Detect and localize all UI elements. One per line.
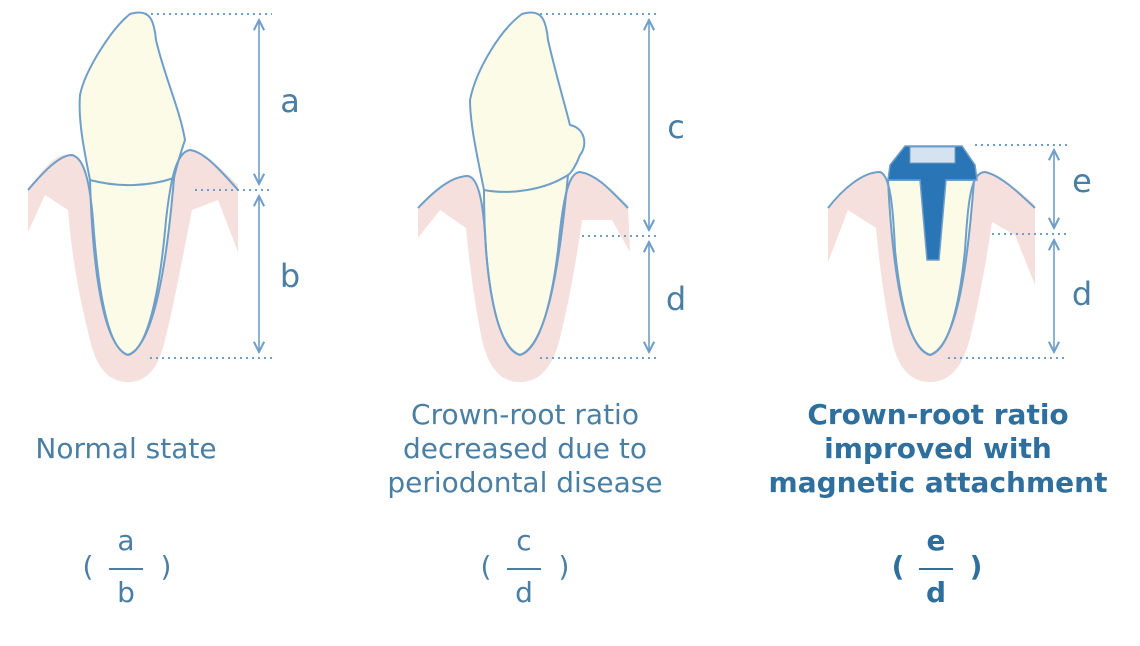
tooth-crown <box>78 11 187 187</box>
gum-tissue <box>418 172 630 382</box>
ratio-fraction-bar <box>507 568 541 570</box>
ratio-fraction-bar <box>919 568 953 570</box>
measure-label-d: d <box>666 280 686 318</box>
caption-normal-state: Normal state <box>35 432 217 465</box>
caption-magnetic-attachment: Crown-root ratio improved with magnetic … <box>768 398 1108 499</box>
ratio-denominator: d <box>515 576 533 609</box>
ratio-fraction-bar <box>109 568 143 570</box>
measure-label-e: e <box>1072 162 1092 200</box>
ratio-close-paren: ) <box>558 550 570 583</box>
tooth-crown <box>468 11 586 193</box>
gum-tissue <box>828 172 1035 382</box>
ratio-magnetic-attachment: ( e d ) <box>888 522 988 612</box>
ratio-normal-state: ( a b ) <box>78 522 178 612</box>
gum-line <box>827 170 1036 357</box>
measure-label-d: d <box>1072 275 1092 313</box>
gum-line <box>27 148 239 357</box>
panel-periodontal-disease: c d <box>417 11 686 382</box>
measure-label-c: c <box>667 108 685 146</box>
caption-periodontal-disease: Crown-root ratio decreased due to period… <box>387 398 663 499</box>
ratio-open-paren: ( <box>82 550 94 583</box>
gum-line <box>417 170 629 357</box>
magnetic-keeper-icon <box>887 145 978 261</box>
ratio-close-paren: ) <box>160 550 172 583</box>
magnet-icon <box>909 146 956 164</box>
ratio-numerator: a <box>117 524 135 557</box>
panel-magnetic-attachment: e d <box>827 144 1092 382</box>
ratio-periodontal-disease: ( c d ) <box>476 522 576 612</box>
ratio-open-paren: ( <box>480 550 492 583</box>
ratio-denominator: d <box>925 576 947 609</box>
ratio-close-paren: ) <box>969 550 983 583</box>
ratio-open-paren: ( <box>891 550 905 583</box>
ratio-numerator: c <box>516 524 532 557</box>
gum-tissue <box>28 150 238 382</box>
measure-label-b: b <box>280 257 300 295</box>
ratio-numerator: e <box>926 524 946 557</box>
ratio-denominator: b <box>117 576 135 609</box>
panel-normal-state: a b <box>27 11 300 382</box>
measure-label-a: a <box>280 82 300 120</box>
